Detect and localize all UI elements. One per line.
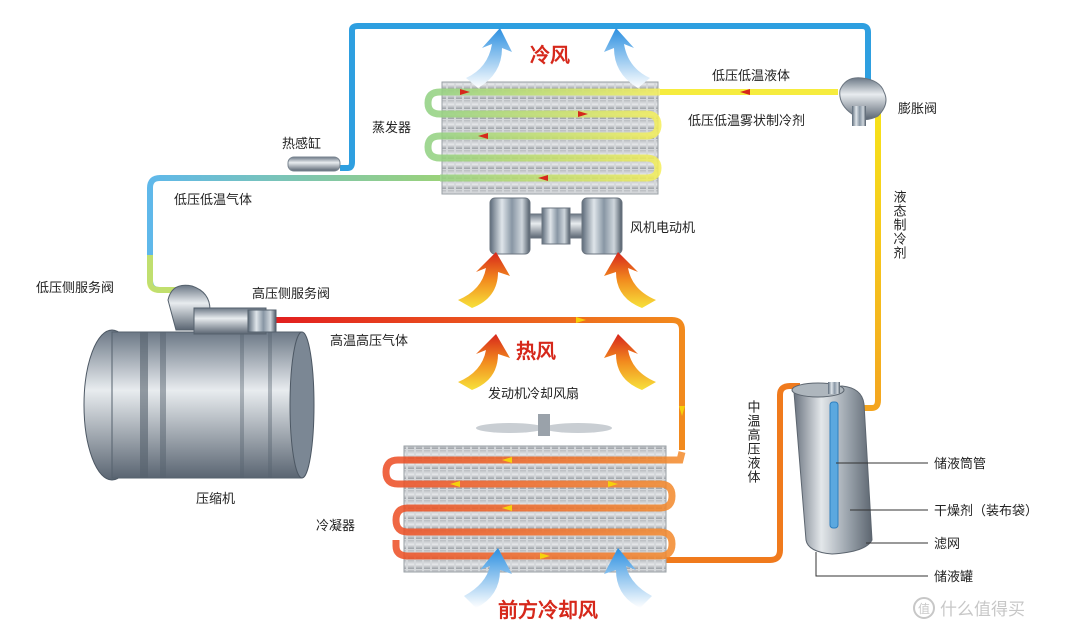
receiver-drier-label: 储液罐 — [934, 570, 973, 585]
condenser-core — [382, 317, 686, 573]
filter-screen-label: 滤网 — [934, 537, 960, 552]
expansion-valve — [839, 77, 887, 126]
front-cooling-air-arrows — [464, 548, 652, 608]
drier-leader-lines — [815, 462, 928, 577]
sensor-bulb-label: 热感缸 — [282, 136, 321, 152]
desiccant-label: 干燥剂（装布袋） — [934, 504, 1038, 519]
low-mist-label: 低压低温雾状制冷剂 — [688, 114, 805, 129]
blower-fan-motor — [489, 197, 623, 255]
pipe-right-liquid — [840, 110, 881, 411]
cold-air-label: 冷风 — [530, 43, 570, 67]
evaporator-label: 蒸发器 — [372, 120, 411, 136]
hot-air-arrows — [458, 334, 656, 390]
liquid-refrigerant-label: 液态制冷剂 — [891, 190, 907, 260]
evaporator-core — [424, 81, 750, 195]
low-liquid-label: 低压低温液体 — [712, 69, 790, 84]
pipe-top-blue — [340, 23, 871, 171]
engine-cooling-fan — [476, 414, 612, 436]
mid-liquid-label: 中温高压液体 — [745, 400, 761, 484]
pipe-low-gas-yellow — [147, 255, 186, 293]
pipe-hot-gas — [275, 317, 685, 450]
high-side-valve-label: 高压侧服务阀 — [252, 286, 330, 302]
hot-air-label: 热风 — [516, 339, 556, 363]
watermark: 值 什么值得买 — [913, 597, 1025, 620]
compressor-label: 压缩机 — [196, 491, 235, 507]
low-side-valve-label: 低压侧服务阀 — [36, 280, 114, 296]
hot-gas-label: 高温高压气体 — [330, 333, 408, 349]
watermark-text: 什么值得买 — [940, 600, 1025, 620]
expansion-valve-label: 膨胀阀 — [898, 102, 937, 117]
sensor-bulb — [287, 156, 341, 172]
low-gas-label: 低压低温气体 — [174, 192, 252, 208]
cold-air-arrows — [466, 28, 650, 88]
receiver-drier — [791, 382, 873, 555]
compressor-body — [83, 284, 315, 481]
condenser-label: 冷凝器 — [316, 518, 355, 534]
watermark-icon: 值 — [918, 601, 930, 616]
pipe-condenser-out — [660, 383, 800, 563]
engine-fan-label: 发动机冷却风扇 — [488, 386, 579, 402]
front-cooling-air-label: 前方冷却风 — [498, 598, 598, 622]
receiver-tube-label: 储液筒管 — [934, 456, 986, 472]
fan-motor-label: 风机电动机 — [630, 221, 695, 236]
warm-air-arrows-top — [458, 252, 656, 308]
